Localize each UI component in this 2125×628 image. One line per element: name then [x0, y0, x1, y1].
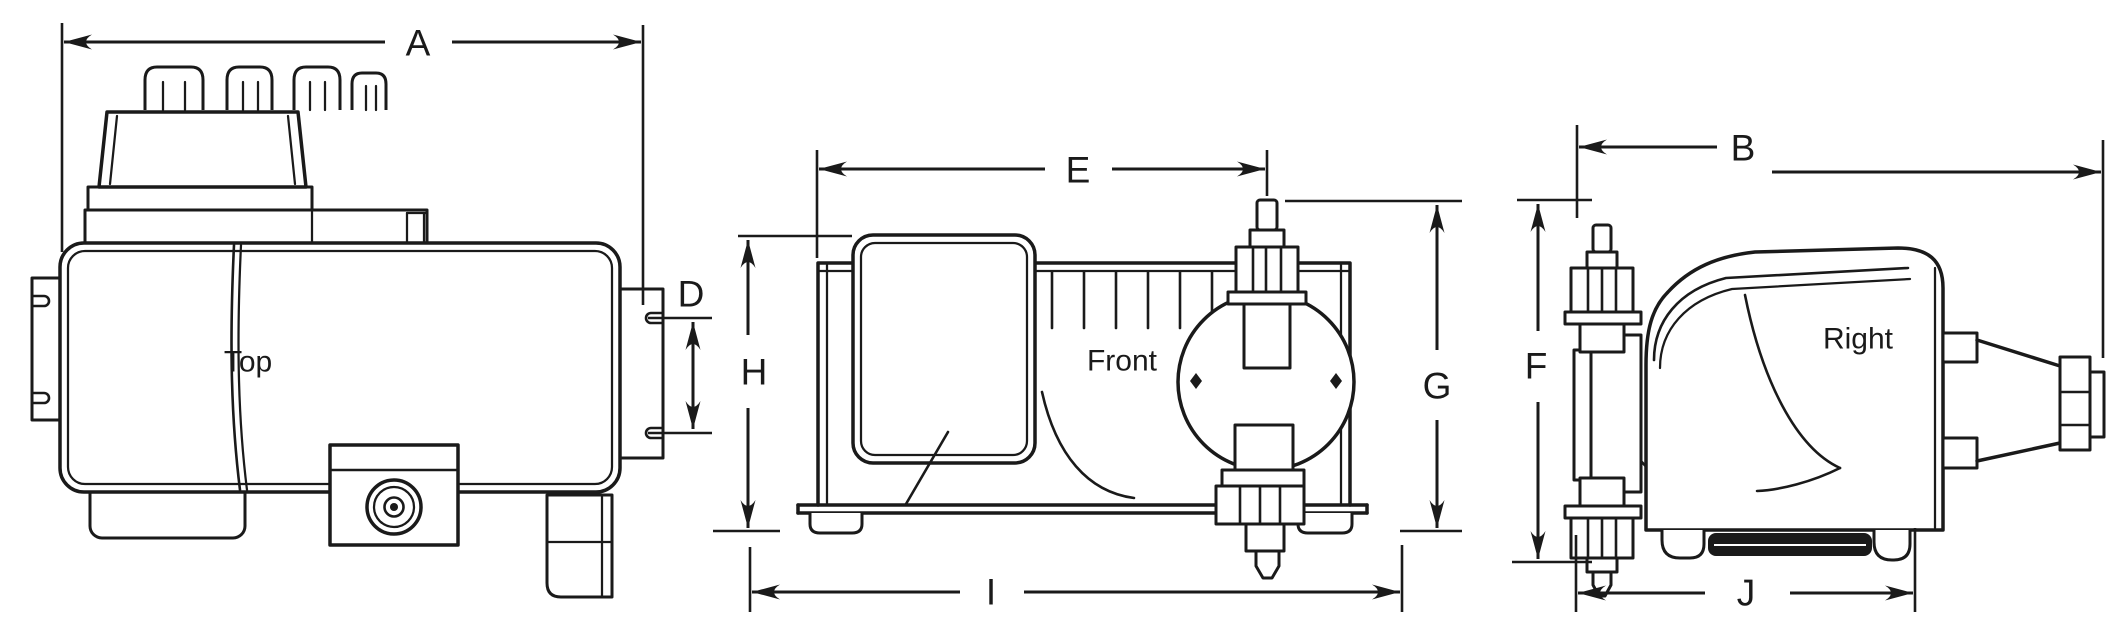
top-view-left-flange: [30, 276, 60, 422]
right-view-motor: [1941, 331, 2106, 470]
right-view-discharge-valve: [1563, 223, 1643, 354]
dimension-d: D: [648, 274, 712, 435]
front-view: Front: [796, 198, 1369, 580]
right-view-suction-valve: [1563, 476, 1643, 598]
top-view-knob-housing: [328, 443, 460, 547]
top-view-cable-glands: [143, 65, 388, 112]
dimension-h: H: [713, 234, 852, 533]
top-view-foot-bracket: [545, 493, 614, 599]
front-view-suction-valve: [1214, 423, 1306, 580]
right-view-left-foot: [1660, 530, 1706, 560]
top-view-terminal-base: [86, 185, 314, 212]
dimension-b-label: B: [1731, 128, 1756, 169]
top-view: Top: [30, 65, 665, 599]
dimension-f: F: [1512, 198, 1592, 564]
dimension-d-label: D: [678, 274, 705, 315]
front-view-discharge-valve: [1226, 198, 1308, 370]
dimension-e: E: [815, 150, 1269, 258]
dimension-g: G: [1285, 199, 1462, 533]
right-view-body: [1644, 246, 1945, 532]
right-view-right-foot: [1872, 530, 1912, 562]
dimension-j: J: [1574, 528, 1917, 614]
right-view-label: Right: [1823, 323, 1894, 356]
dimension-a-label: A: [406, 23, 431, 64]
dimension-a: A: [60, 23, 645, 305]
dimension-b: B: [1575, 125, 2105, 358]
dimension-i-label: I: [986, 572, 996, 613]
front-view-left-foot: [808, 513, 864, 535]
top-view-knob: [365, 478, 423, 536]
right-view-head-plate: [1572, 348, 1593, 482]
pump-head-screw-right: [1330, 373, 1342, 389]
dimension-f-label: F: [1525, 346, 1548, 387]
dimension-g-label: G: [1423, 366, 1452, 407]
pump-head-screw-left: [1190, 373, 1202, 389]
front-view-motor-housing: [851, 233, 1037, 465]
right-view-cover-seam: [1743, 293, 1842, 470]
dimension-h-label: H: [741, 352, 768, 393]
dimension-j-label: J: [1737, 573, 1756, 614]
top-view-base-step: [83, 208, 429, 245]
top-view-right-flange: [620, 287, 665, 460]
top-view-label: Top: [224, 346, 272, 379]
right-view-pump-head: [1589, 333, 1643, 494]
front-view-label: Front: [1087, 345, 1158, 378]
right-view: Right: [1563, 223, 2106, 598]
front-view-right-foot: [1296, 513, 1354, 535]
dimension-i: I: [748, 545, 1404, 613]
dimension-e-label: E: [1066, 150, 1091, 191]
top-view-terminal-box: [97, 110, 308, 189]
top-view-housing-divider: [230, 243, 242, 492]
